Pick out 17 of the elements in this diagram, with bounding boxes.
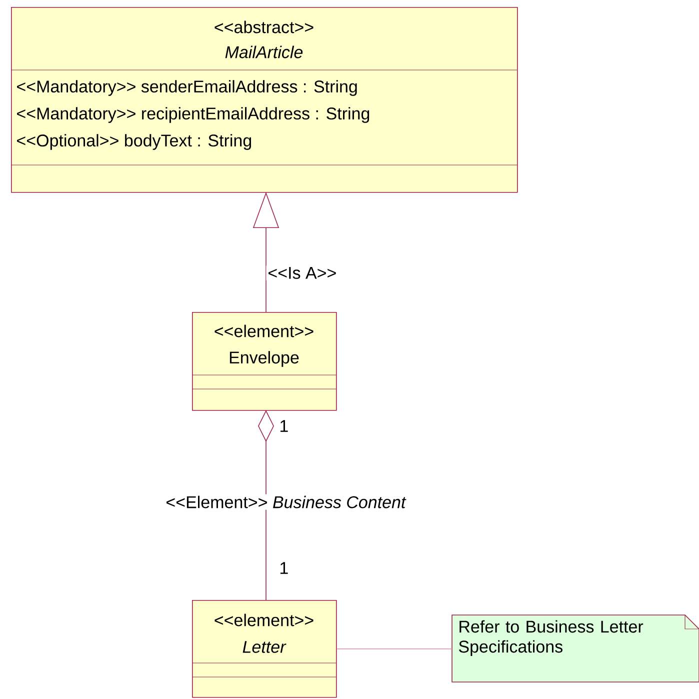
- multiplicity-label: 1: [280, 562, 288, 574]
- stereotype-label: <<element>>: [214, 324, 314, 338]
- stereotype-label: <<abstract>>: [214, 20, 314, 34]
- class-name: Envelope: [230, 351, 299, 367]
- note-box: Refer to Business Letter Specifications: [452, 614, 699, 682]
- class-box: [192, 600, 337, 698]
- class-box: [10, 6, 518, 193]
- class-box: [192, 312, 337, 411]
- edge-label: <<Element>> Business Content: [164, 494, 408, 510]
- class-name: Letter: [242, 641, 286, 653]
- connector-line: [336, 648, 452, 650]
- attribute-text: <<Optional>> bodyText : String: [17, 134, 252, 150]
- class-name: MailArticle: [225, 46, 303, 58]
- stereotype-label: <<element>>: [214, 614, 314, 626]
- attribute-text: <<Mandatory>> senderEmailAddress : String: [17, 80, 357, 96]
- edge-label: <<Is A>>: [266, 266, 338, 280]
- attribute-text: <<Mandatory>> recipientEmailAddress : String: [17, 107, 370, 123]
